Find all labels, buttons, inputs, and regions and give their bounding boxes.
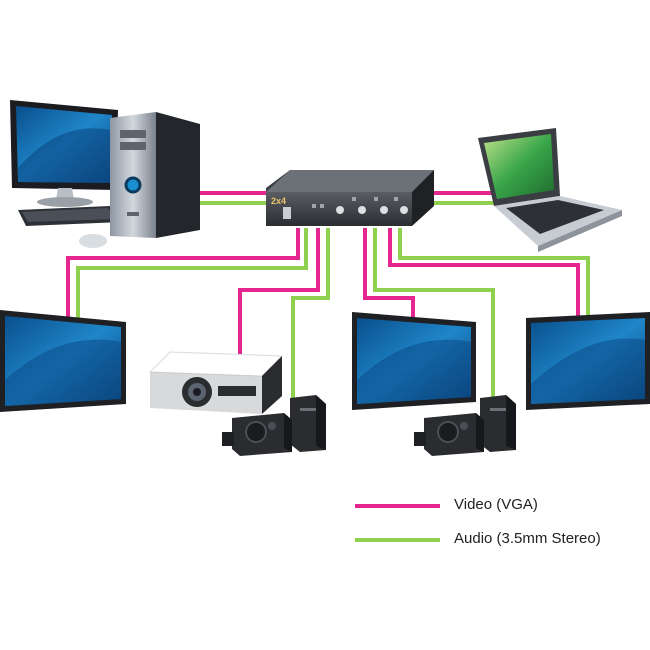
- monitor-icon: [0, 310, 126, 412]
- projector-icon: [148, 351, 284, 414]
- legend-video-label: Video (VGA): [454, 496, 538, 513]
- legend-video-swatch: [355, 504, 440, 508]
- legend-audio-swatch: [355, 538, 440, 542]
- video-cable-monitor-right: [388, 228, 580, 318]
- audio-cable-speakers-left: [291, 228, 330, 400]
- desktop-computer-icon: [10, 100, 200, 248]
- speaker-icon: [222, 395, 326, 456]
- switch-model-label: 2x4: [271, 196, 286, 206]
- video-switch-box: 2x4: [266, 170, 434, 226]
- monitor-icon: [526, 312, 650, 410]
- audio-cable-monitor-left: [76, 228, 308, 318]
- audio-cables: [76, 201, 590, 400]
- laptop-icon: [478, 128, 622, 252]
- audio-cable-speakers-right: [373, 228, 495, 400]
- speaker-icon: [414, 395, 516, 456]
- legend-audio-label: Audio (3.5mm Stereo): [454, 530, 601, 547]
- video-cable-monitor-center: [363, 228, 415, 318]
- audio-cable-monitor-right: [398, 228, 590, 318]
- video-cable-projector: [238, 228, 320, 360]
- video-cables: [66, 191, 580, 360]
- video-cable-monitor-left: [66, 228, 300, 318]
- monitor-icon: [352, 312, 476, 410]
